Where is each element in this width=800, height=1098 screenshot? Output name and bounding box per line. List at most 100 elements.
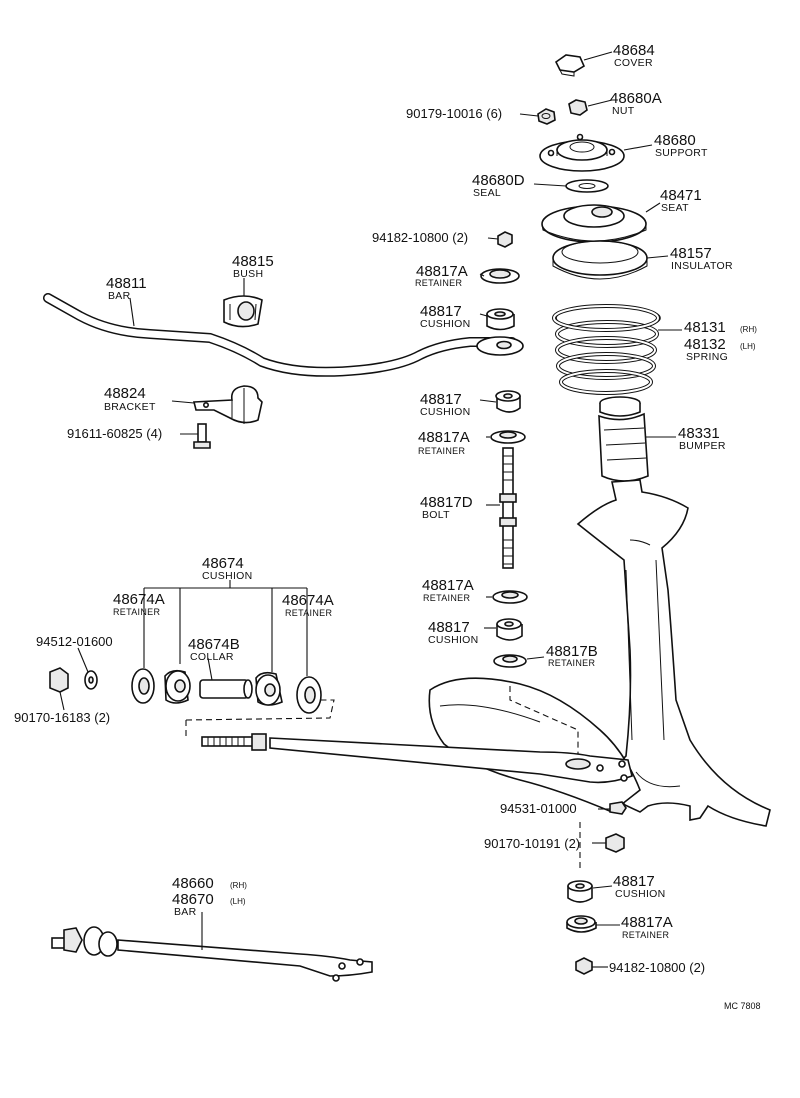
support-name: SUPPORT (655, 147, 708, 159)
strut-bar-part (51, 926, 373, 982)
retainer-4-name: RETAINER (622, 930, 669, 940)
cushion-3-part (496, 618, 523, 641)
cover-name: COVER (614, 57, 653, 69)
support-part (539, 133, 625, 172)
bumper-name: BUMPER (679, 440, 726, 452)
retainer-1-number: 48817A (416, 263, 468, 280)
left-nut-number: 90170-16183 (2) (14, 710, 110, 725)
cushion-4-number: 48817 (613, 873, 655, 890)
cushion-2-number: 48817 (420, 391, 462, 408)
bush-number: 48815 (232, 253, 274, 270)
mid-nut-part (605, 833, 625, 853)
bumper-number: 48331 (678, 425, 720, 442)
retainer-b-part (493, 654, 527, 668)
retainer-1-part (480, 268, 520, 284)
seat-number: 48471 (660, 187, 702, 204)
retainer-right-number: 48674A (282, 592, 334, 609)
washer-part (84, 670, 98, 690)
support-number: 48680 (654, 132, 696, 149)
cover-part (554, 54, 586, 77)
cushion-group-name: CUSHION (202, 570, 253, 582)
cushion-1-part (486, 308, 515, 331)
pin-number: 94531-01000 (500, 801, 577, 816)
retainer-right-name: RETAINER (285, 608, 332, 618)
retainer-4-part (566, 915, 597, 933)
insulator-part (552, 240, 648, 280)
cushion-group-number: 48674 (202, 555, 244, 572)
insulator-name: INSULATOR (671, 260, 733, 272)
cushion-4-part (567, 880, 593, 903)
bolt-name: BOLT (422, 509, 450, 521)
retainer-4-number: 48817A (621, 914, 673, 931)
strut-bar-lh-suffix: (LH) (230, 897, 246, 906)
seat-part (541, 204, 647, 243)
cushion-1-name: CUSHION (420, 318, 471, 330)
pin-part (609, 801, 627, 815)
seal-name: SEAL (473, 187, 501, 199)
cushion-3-number: 48817 (428, 619, 470, 636)
cushion-3-name: CUSHION (428, 634, 479, 646)
retainer-3-number: 48817A (422, 577, 474, 594)
spring-name: SPRING (686, 351, 728, 363)
strut-bar-number-lh: 48670 (172, 891, 214, 908)
collar-number: 48674B (188, 636, 240, 653)
bolt-number: 48817D (420, 494, 473, 511)
bar-number: 48811 (106, 275, 147, 292)
retainer-left-name: RETAINER (113, 607, 160, 617)
retainer-2-name: RETAINER (418, 446, 465, 456)
bush-name: BUSH (233, 268, 263, 280)
retainer-b-number: 48817B (546, 643, 598, 660)
seat-name: SEAT (661, 202, 689, 214)
seal-number: 48680D (472, 172, 525, 189)
cushion-4-name: CUSHION (615, 888, 666, 900)
lower-arm-part (201, 733, 633, 784)
washer-number: 94512-01600 (36, 634, 113, 649)
strut-bar-number-rh: 48660 (172, 875, 214, 892)
strut-bar-rh-suffix: (RH) (230, 881, 247, 890)
spring-number-lh: 48132 (684, 336, 726, 353)
bush-part (223, 295, 263, 328)
strut-bar-name: BAR (174, 906, 197, 918)
bracket-part (192, 385, 263, 424)
cushion-group-parts (131, 668, 322, 714)
bracket-number: 48824 (104, 385, 146, 402)
retainer-2-number: 48817A (418, 429, 470, 446)
retainer-1-name: RETAINER (415, 278, 462, 288)
cushion-2-part (495, 390, 521, 413)
bumper-part (598, 396, 649, 482)
diagram-code: MC 7808 (724, 1001, 761, 1011)
bracket-name: BRACKET (104, 401, 156, 413)
retainer-3-part (492, 590, 528, 604)
retainer-left-number: 48674A (113, 591, 165, 608)
nut-part (568, 99, 588, 116)
spring-number-rh: 48131 (684, 319, 726, 336)
retainer-3-name: RETAINER (423, 593, 470, 603)
top-nut-part (497, 231, 513, 248)
cushion-2-name: CUSHION (420, 406, 471, 418)
retainer-b-name: RETAINER (548, 658, 595, 668)
stabilizer-bar-part (43, 293, 524, 377)
cover-number: 48684 (613, 42, 655, 59)
mid-nut-number: 90170-10191 (2) (484, 836, 580, 851)
collar-name: COLLAR (190, 651, 234, 663)
top-nut-number: 94182-10800 (2) (372, 230, 468, 245)
left-nut-part (49, 667, 69, 693)
bar-name: BAR (108, 290, 131, 302)
coil-spring-part (552, 304, 661, 395)
spring-lh-suffix: (LH) (740, 342, 756, 351)
nut-number: 48680A (610, 90, 662, 107)
nut-name: NUT (612, 105, 635, 117)
lower-arm-plate-part (428, 677, 641, 813)
seal-part (565, 179, 609, 193)
small-nut-part (537, 108, 556, 125)
strut-body-part (576, 479, 771, 827)
bottom-nut-number: 94182-10800 (2) (609, 960, 705, 975)
small-bolt-part (193, 423, 211, 449)
retainer-2-part (490, 430, 526, 444)
cushion-1-number: 48817 (420, 303, 462, 320)
small-bolt-number: 91611-60825 (4) (67, 426, 162, 441)
insulator-number: 48157 (670, 245, 712, 262)
bottom-nut-part (575, 957, 593, 975)
spring-rh-suffix: (RH) (740, 325, 757, 334)
